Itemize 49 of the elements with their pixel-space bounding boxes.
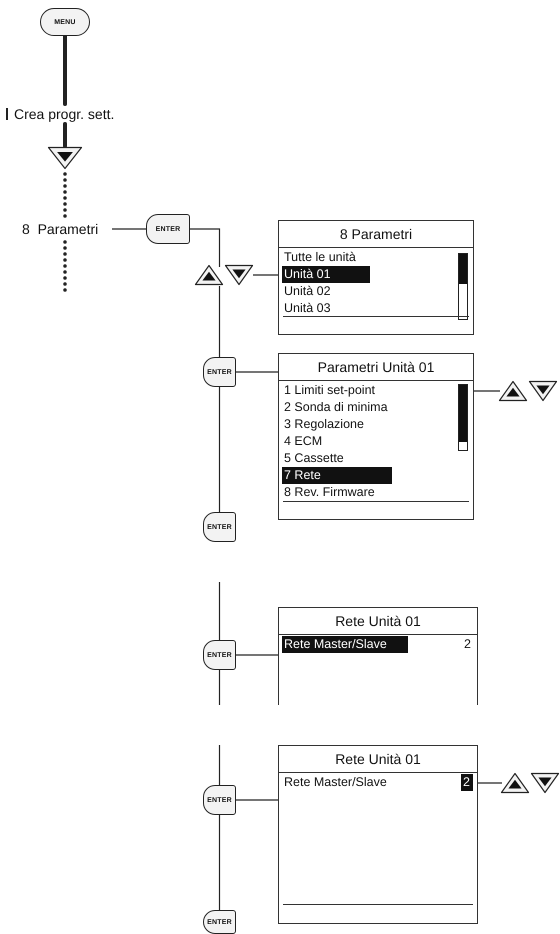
display-screen: [278, 745, 478, 924]
highlighted-menu-item: Unità 01: [282, 266, 370, 282]
connector-line: [236, 799, 278, 801]
connector-line: [218, 670, 220, 705]
screen-title: 8 Parametri: [279, 221, 473, 248]
connector-line: [236, 371, 278, 373]
connector-line: [218, 815, 220, 910]
connector-line: [218, 286, 220, 357]
menu-item: 5 Cassette: [283, 450, 345, 466]
menu-item: 3 Regolazione: [283, 416, 365, 432]
menu-item: Rete Master/Slave: [283, 774, 388, 790]
down-key-icon: [528, 380, 558, 402]
highlighted-menu-item: Rete Master/Slave: [282, 636, 408, 652]
connector-line: [190, 228, 220, 267]
menu-item: 2 Sonda di minima: [283, 398, 389, 416]
menu-item: Unità 02: [283, 282, 332, 300]
display-screen: [278, 607, 478, 705]
menu-item-label: Crea progr. sett.: [14, 104, 142, 124]
menu-item: Unità 03: [283, 300, 332, 316]
screen-title: Rete Unità 01: [279, 746, 477, 773]
menu-item: Tutte le unità: [283, 248, 357, 266]
connector-line: [218, 582, 220, 640]
menu-item-label: 8 Parametri: [22, 219, 110, 239]
connector-line: [218, 745, 220, 785]
connector-line: [236, 654, 278, 656]
connector-line: [63, 34, 67, 106]
up-key-icon: [500, 772, 530, 794]
down-key-icon: [47, 146, 83, 170]
up-key-icon: [498, 380, 528, 402]
connector-line: [478, 782, 502, 784]
down-key-icon: [530, 772, 560, 794]
connector-line: [253, 274, 278, 276]
up-key-icon: [194, 264, 224, 286]
value-text: 2: [463, 636, 472, 652]
connector-line: [63, 122, 67, 148]
connector-line: [112, 228, 146, 230]
menu-item: 1 Limiti set-point: [283, 382, 376, 398]
menu-item: 8 Rev. Firmware: [283, 484, 376, 500]
down-key-icon: [224, 264, 254, 286]
screen-title: Rete Unità 01: [279, 608, 477, 635]
connector-line: [218, 387, 220, 512]
connector-line: [474, 390, 500, 392]
display-screen: [278, 353, 474, 520]
highlighted-menu-item: 7 Rete: [282, 466, 392, 484]
highlighted-value: 2: [461, 774, 473, 790]
menu-item: 4 ECM: [283, 432, 324, 450]
dotted-connector: [63, 172, 67, 219]
display-screen: [278, 220, 474, 335]
screen-title: Parametri Unità 01: [279, 354, 473, 381]
